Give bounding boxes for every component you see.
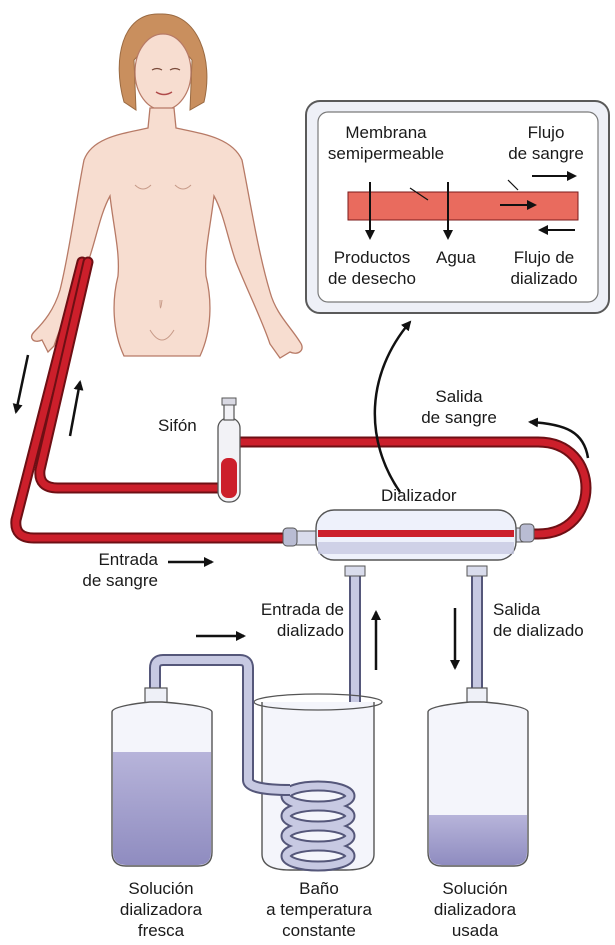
fresh-dialysate-bottle (112, 688, 212, 866)
label-dializador: Dializador (381, 485, 457, 506)
membrane-strip (348, 192, 578, 220)
dialyzer (283, 510, 534, 560)
label-agua: Agua (436, 247, 476, 268)
face (135, 34, 191, 110)
label-sifon: Sifón (158, 415, 197, 436)
arrow-up-arm (70, 382, 80, 436)
arrow-down-arm (16, 355, 28, 412)
siphon (218, 398, 240, 502)
water-bath (248, 668, 382, 870)
used-dialysate-bottle (428, 688, 528, 866)
